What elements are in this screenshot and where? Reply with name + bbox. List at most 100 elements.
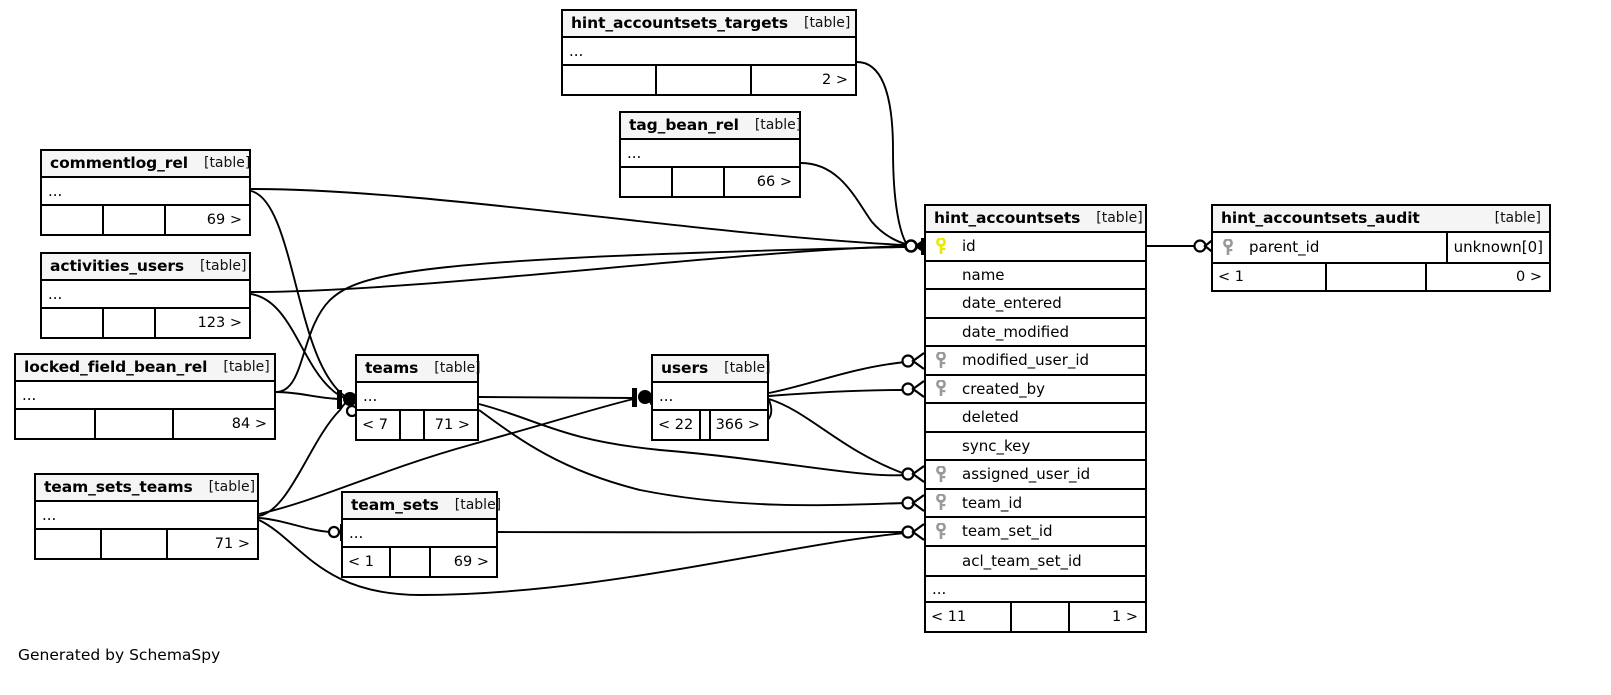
table-header: commentlog_rel [table]	[42, 151, 250, 178]
column-name: modified_user_id	[962, 351, 1090, 370]
footer-children: 69 >	[453, 554, 489, 570]
table-hint-accountsets-targets[interactable]: hint_accountsets_targets [table] ... 2 >	[561, 9, 857, 96]
column-name: parent_id	[1249, 238, 1320, 257]
footer-children: 2 >	[822, 72, 848, 88]
footer-middle	[701, 411, 711, 439]
table-kind-label: [table]	[200, 258, 247, 274]
table-hint-accountsets-audit[interactable]: hint_accountsets_audit [table] parent_id…	[1211, 204, 1551, 292]
table-title: team_sets	[351, 496, 439, 514]
table-activities-users[interactable]: activities_users [table] ... 123 >	[40, 252, 251, 339]
table-columns-ellipsis: ...	[42, 178, 249, 206]
footer-middle	[96, 410, 174, 438]
table-columns-ellipsis: ...	[36, 502, 257, 530]
table-commentlog-rel[interactable]: commentlog_rel [table] ... 69 >	[40, 149, 251, 236]
foreign-key-icon	[926, 465, 956, 483]
footer-parents	[563, 66, 657, 94]
column-row[interactable]: team_set_id	[926, 518, 1145, 547]
footer-children: 1 >	[1112, 609, 1138, 625]
footer-parents	[621, 168, 673, 196]
column-row[interactable]: acl_team_set_id	[926, 547, 1145, 576]
table-title: teams	[365, 359, 419, 377]
column-row[interactable]: assigned_user_id	[926, 461, 1145, 490]
table-kind-label: [table]	[754, 117, 802, 133]
table-hint-accountsets[interactable]: hint_accountsets [table] id name date_ente…	[924, 204, 1147, 633]
table-footer: 71 >	[36, 530, 257, 558]
footer-children: 123 >	[197, 315, 242, 331]
table-kind-label: [table]	[434, 360, 481, 376]
column-name: sync_key	[962, 436, 1031, 455]
column-row[interactable]: modified_user_id	[926, 347, 1145, 376]
column-row[interactable]: created_by	[926, 376, 1145, 404]
edge-commentlog-rel-id	[250, 188, 906, 246]
table-kind-label: [table]	[454, 497, 502, 513]
table-header: teams [table]	[357, 356, 481, 383]
column-name: id	[962, 237, 976, 256]
edge-activities-users-id	[250, 245, 906, 293]
table-columns-ellipsis: ...	[343, 520, 496, 548]
edge-teams-users	[478, 396, 635, 399]
column-row[interactable]: date_entered	[926, 290, 1145, 319]
table-kind-label: [table]	[1494, 210, 1541, 226]
table-title: tag_bean_rel	[629, 116, 739, 134]
table-footer: < 22 366 >	[653, 411, 767, 439]
column-row[interactable]: sync_key	[926, 433, 1145, 461]
table-footer: < 11 1 >	[926, 603, 1145, 631]
connector-assigned-user-id	[901, 465, 925, 483]
edge-users-modified-user-id	[768, 361, 906, 394]
column-row[interactable]: date_modified	[926, 319, 1145, 347]
column-name: team_set_id	[962, 522, 1053, 541]
table-users[interactable]: users [table] ... < 22 366 >	[651, 354, 771, 441]
primary-key-icon	[926, 237, 956, 255]
column-name: name	[962, 265, 1005, 284]
column-name: deleted	[962, 408, 1019, 427]
table-header: team_sets_teams [table]	[36, 475, 257, 502]
table-title: activities_users	[50, 257, 185, 275]
footer-parents	[16, 410, 96, 438]
foreign-key-icon	[926, 494, 956, 511]
footer-middle	[104, 309, 156, 337]
connector-created-by	[901, 380, 925, 398]
table-footer: 2 >	[563, 66, 855, 94]
table-header: hint_accountsets [table]	[926, 206, 1145, 233]
table-teams[interactable]: teams [table] ... < 7 71 >	[355, 354, 481, 441]
column-name: assigned_user_id	[962, 465, 1091, 484]
footer-parents: < 1	[1213, 263, 1327, 290]
column-row[interactable]: deleted	[926, 404, 1145, 433]
column-name: created_by	[962, 379, 1046, 398]
table-tag-bean-rel[interactable]: tag_bean_rel [table] ... 66 >	[619, 111, 801, 198]
foreign-key-icon	[926, 522, 956, 540]
footer-children: 66 >	[756, 174, 792, 190]
table-title: hint_accountsets_audit	[1221, 209, 1420, 227]
table-title: hint_accountsets_targets	[571, 14, 788, 32]
table-team-sets-teams[interactable]: team_sets_teams [table] ... 71 >	[34, 473, 259, 560]
column-row[interactable]: id	[926, 233, 1145, 262]
table-team-sets[interactable]: team_sets [table] ... < 1 69 >	[341, 491, 502, 578]
footer-middle	[391, 548, 431, 576]
table-footer: < 1 69 >	[343, 548, 496, 576]
table-columns-ellipsis: ...	[653, 383, 767, 411]
table-columns-ellipsis: ...	[357, 383, 477, 411]
column-row[interactable]: team_id	[926, 490, 1145, 518]
footer-children: 366 >	[715, 417, 760, 433]
table-title: team_sets_teams	[44, 478, 193, 496]
table-locked-field-bean-rel[interactable]: locked_field_bean_rel [table] ... 84 >	[14, 353, 276, 440]
footer-children: 71 >	[434, 417, 470, 433]
table-columns-ellipsis: ...	[42, 281, 249, 309]
table-kind-label: [table]	[1096, 210, 1143, 226]
footer-children: 69 >	[206, 212, 242, 228]
column-row[interactable]: name	[926, 262, 1145, 290]
edge-team-sets-teams-team-sets	[258, 517, 331, 533]
table-title: commentlog_rel	[50, 154, 188, 172]
footer-middle	[1327, 263, 1427, 290]
table-header: hint_accountsets_audit [table]	[1213, 206, 1549, 233]
footer-children: 71 >	[214, 536, 250, 552]
table-header: users [table]	[653, 356, 771, 383]
connector-id	[904, 238, 925, 255]
connector-team-set-id	[901, 523, 925, 541]
edge-users-created-by	[768, 389, 906, 397]
column-name: date_entered	[962, 294, 1062, 313]
table-footer: 69 >	[42, 206, 249, 234]
table-kind-label: [table]	[803, 15, 851, 31]
